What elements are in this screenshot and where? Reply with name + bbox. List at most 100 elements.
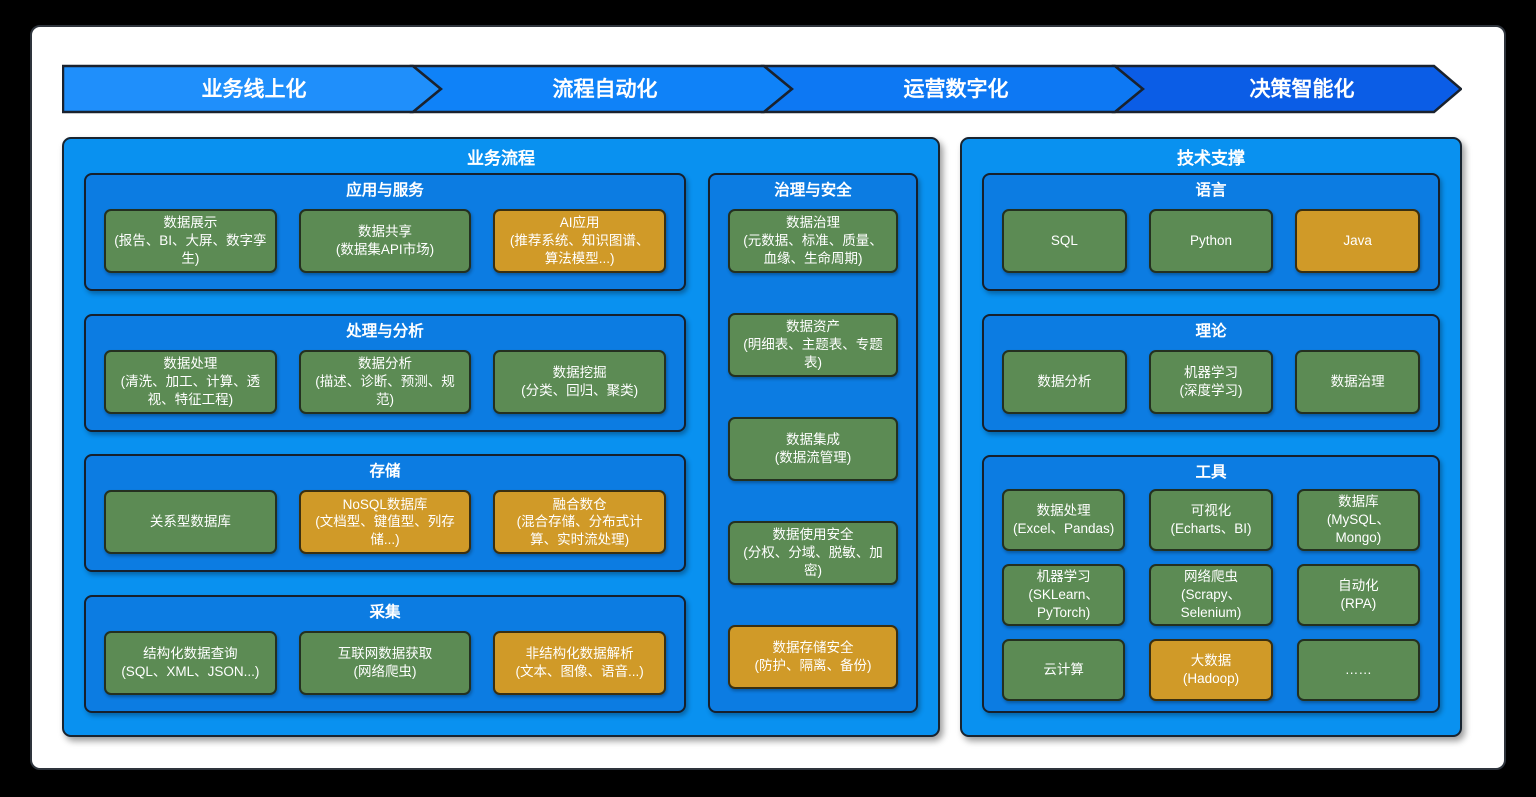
- box-title: 融合数仓: [552, 496, 607, 512]
- box-subtitle: (数据流管理): [774, 450, 852, 465]
- box-title: SQL: [1050, 233, 1078, 249]
- section-processing-analysis-title: 处理与分析: [346, 322, 424, 340]
- box-title: 数据使用安全: [772, 527, 854, 543]
- diagram-sheet: 业务线上化 流程自动化 运营数字化 决策智能化 业务流程 应用与服务 数据展示 …: [30, 25, 1506, 770]
- business-process-body: 应用与服务 数据展示 (报告、BI、大屏、数字孪生) 数据共享 (数据集API市…: [84, 173, 918, 713]
- box-tool-database: 数据库 (MySQL、Mongo): [1296, 489, 1420, 551]
- box-title: 大数据: [1190, 653, 1232, 669]
- box-tool-machine-learning: 机器学习 (SKLearn、PyTorch): [1002, 564, 1126, 626]
- section-apps-services-items: 数据展示 (报告、BI、大屏、数字孪生) 数据共享 (数据集API市场) AI应…: [104, 203, 667, 279]
- stage-label-2: 流程自动化: [553, 77, 658, 101]
- box-title: 机器学习: [1184, 365, 1238, 381]
- box-python: Python: [1148, 209, 1274, 273]
- box-subtitle: (Hadoop): [1182, 671, 1240, 686]
- section-storage-title: 存储: [369, 463, 401, 481]
- stage-banner: 业务线上化 流程自动化 运营数字化 决策智能化: [62, 64, 1474, 114]
- section-governance-security-title: 治理与安全: [774, 182, 852, 199]
- box-subtitle: (网络爬虫): [353, 663, 417, 679]
- box-tool-more: ……: [1296, 639, 1420, 701]
- section-collection: 采集 结构化数据查询 (SQL、XML、JSON...) 互联网数据获取 (网络…: [84, 594, 686, 713]
- section-tools-items: 数据处理 (Excel、Pandas) 可视化 (Echarts、BI) 数据库…: [1002, 489, 1420, 701]
- box-tool-cloud-computing: 云计算: [1002, 639, 1126, 701]
- box-subtitle: (报告、BI、大屏、数字孪生): [114, 233, 267, 266]
- section-processing-analysis: 处理与分析 数据处理 (清洗、加工、计算、透视、特征工程) 数据分析 (描述、诊…: [84, 313, 686, 432]
- box-data-usage-security: 数据使用安全 (分权、分域、脱敏、加密): [728, 521, 898, 585]
- section-apps-services-title: 应用与服务: [346, 182, 424, 199]
- box-title: 可视化: [1190, 503, 1232, 519]
- box-title: 机器学习: [1036, 569, 1091, 585]
- box-nosql-db: NoSQL数据库 (文档型、键值型、列存储...): [298, 490, 472, 555]
- section-theory-title: 理论: [1195, 323, 1227, 340]
- box-subtitle: (Excel、Pandas): [1013, 521, 1115, 536]
- box-relational-db: 关系型数据库: [104, 490, 277, 555]
- stage-label-4: 决策智能化: [1250, 77, 1355, 101]
- panel-tech-support-title: 技术支撑: [1177, 149, 1245, 168]
- box-data-display: 数据展示 (报告、BI、大屏、数字孪生): [104, 209, 277, 273]
- governance-items: 数据治理 (元数据、标准、质量、血缘、生命周期) 数据资产 (明细表、主题表、专…: [728, 209, 898, 689]
- box-subtitle: (文档型、键值型、列存储...): [315, 514, 455, 548]
- box-tool-data-processing: 数据处理 (Excel、Pandas): [1002, 489, 1126, 551]
- box-java: Java: [1295, 209, 1421, 273]
- section-processing-analysis-items: 数据处理 (清洗、加工、计算、透视、特征工程) 数据分析 (描述、诊断、预测、规…: [104, 344, 667, 420]
- stage-banner-svg: 业务线上化 流程自动化 运营数字化 决策智能化: [62, 64, 1462, 114]
- box-subtitle: (数据集API市场): [335, 242, 435, 257]
- box-subtitle: (清洗、加工、计算、透视、特征工程): [120, 373, 261, 407]
- box-subtitle: (文本、图像、语音...): [515, 663, 644, 679]
- box-subtitle: (MySQL、Mongo): [1326, 512, 1390, 545]
- box-data-mining: 数据挖掘 (分类、回归、聚类): [493, 349, 667, 414]
- section-theory: 理论 数据分析 机器学习 (深度学习) 数据治理: [982, 314, 1440, 432]
- section-languages-items: SQL Python Java: [1002, 203, 1421, 279]
- box-data-analysis: 数据分析 (描述、诊断、预测、规范): [298, 349, 472, 414]
- box-title: 结构化数据查询: [143, 646, 238, 662]
- box-data-integration: 数据集成 (数据流管理): [728, 417, 898, 481]
- box-subtitle: (分权、分域、脱敏、加密): [743, 545, 883, 578]
- stage-label-3: 运营数字化: [904, 77, 1009, 101]
- chevron-stage-4: [1111, 64, 1462, 114]
- box-data-governance: 数据治理 (元数据、标准、质量、血缘、生命周期): [728, 209, 898, 273]
- box-subtitle: (防护、隔离、备份): [754, 658, 872, 673]
- box-title: 关系型数据库: [149, 514, 231, 530]
- box-data-storage-security: 数据存储安全 (防护、隔离、备份): [728, 625, 898, 689]
- box-title: AI应用: [559, 215, 600, 231]
- box-subtitle: (Echarts、BI): [1170, 521, 1252, 536]
- box-title: Java: [1343, 233, 1372, 249]
- panel-business-process: 业务流程 应用与服务 数据展示 (报告、BI、大屏、数字孪生) 数据共享: [62, 137, 940, 737]
- section-languages-title: 语言: [1195, 182, 1227, 199]
- box-title: NoSQL数据库: [342, 496, 428, 512]
- box-subtitle: (元数据、标准、质量、血缘、生命周期): [743, 233, 883, 266]
- section-tools: 工具 数据处理 (Excel、Pandas) 可视化 (Echarts、BI): [982, 455, 1440, 713]
- box-theory-data-governance: 数据治理: [1295, 350, 1421, 414]
- box-title: 数据库: [1338, 494, 1379, 510]
- box-sql: SQL: [1002, 209, 1127, 273]
- box-title: 云计算: [1043, 662, 1084, 678]
- box-title: 数据挖掘: [552, 364, 607, 380]
- box-title: 数据处理: [163, 355, 218, 371]
- box-subtitle: (推荐系统、知识图谱、算法模型...): [509, 233, 650, 266]
- box-title: Python: [1189, 233, 1233, 249]
- box-title: 数据治理: [1330, 374, 1385, 390]
- box-title: ……: [1344, 662, 1372, 678]
- box-structured-query: 结构化数据查询 (SQL、XML、JSON...): [104, 630, 277, 695]
- box-title: 数据存储安全: [772, 640, 854, 656]
- box-title: 数据展示: [163, 215, 218, 231]
- governance-column: 治理与安全 数据治理 (元数据、标准、质量、血缘、生命周期) 数据资产 (明细表…: [708, 173, 918, 713]
- box-tool-big-data: 大数据 (Hadoop): [1149, 639, 1273, 701]
- section-governance-security: 治理与安全 数据治理 (元数据、标准、质量、血缘、生命周期) 数据资产 (明细表…: [708, 173, 918, 713]
- box-tool-automation: 自动化 (RPA): [1296, 564, 1420, 626]
- box-subtitle: (分类、回归、聚类): [521, 382, 639, 398]
- box-machine-learning: 机器学习 (深度学习): [1148, 350, 1274, 414]
- box-ai-application: AI应用 (推荐系统、知识图谱、算法模型...): [493, 209, 667, 273]
- box-title: 数据治理: [786, 215, 840, 231]
- box-title: 数据处理: [1036, 503, 1091, 519]
- box-subtitle: (描述、诊断、预测、规范): [315, 373, 455, 407]
- box-title: 自动化: [1338, 578, 1379, 594]
- box-subtitle: (深度学习): [1179, 383, 1243, 398]
- box-internet-data: 互联网数据获取 (网络爬虫): [298, 630, 472, 695]
- box-title: 数据共享: [358, 224, 412, 240]
- content-columns: 业务流程 应用与服务 数据展示 (报告、BI、大屏、数字孪生) 数据共享: [62, 137, 1474, 737]
- box-title: 互联网数据获取: [337, 646, 433, 662]
- section-storage-items: 关系型数据库 NoSQL数据库 (文档型、键值型、列存储...) 融合数仓 (混…: [104, 484, 667, 560]
- box-data-assets: 数据资产 (明细表、主题表、专题表): [728, 313, 898, 377]
- box-subtitle: (Scrapy、Selenium): [1180, 587, 1242, 620]
- box-subtitle: (SKLearn、PyTorch): [1028, 587, 1099, 620]
